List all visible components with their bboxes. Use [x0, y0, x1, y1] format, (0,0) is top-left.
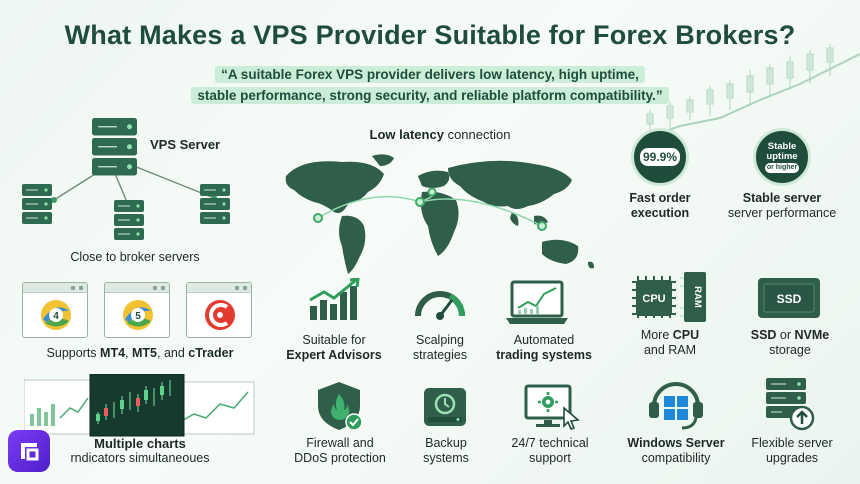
close-to-broker-caption: Close to broker servers — [70, 250, 200, 264]
expert-advisors-icon — [309, 278, 360, 320]
uptime-badge: 99.9% — [631, 128, 689, 186]
ctrader-window — [186, 282, 252, 338]
world-map-icon — [285, 154, 594, 274]
brand-logo-icon — [21, 443, 39, 461]
multiple-charts-subtitle: rndicators simultaneoues — [70, 451, 210, 465]
mt4-logo-icon: 4 — [41, 300, 71, 330]
ram-stick-text: RAM — [692, 286, 703, 308]
mt5-label: MT5 — [132, 346, 157, 360]
laptop-chart-icon — [506, 280, 568, 324]
stable-uptime-badge: Stable uptime or higher — [753, 128, 811, 186]
cpu-chip-text: CPU — [642, 293, 665, 305]
mt5-window: 5 — [104, 282, 170, 338]
brand-logo — [8, 430, 50, 472]
backup-drive-icon — [424, 388, 466, 426]
map-title: Low latency connection — [369, 127, 511, 142]
multiple-charts-icon — [24, 374, 255, 437]
ctrader-label: cTrader — [188, 346, 234, 360]
technical-support-monitor-icon — [524, 384, 580, 430]
mt4-window: 4 — [22, 282, 88, 338]
firewall-shield-icon — [318, 382, 363, 431]
multiple-charts-title: Multiple charts — [94, 436, 186, 451]
mt4-badge-text: 4 — [53, 311, 59, 322]
mt5-badge-text: 5 — [135, 311, 141, 322]
mt5-logo-icon: 5 — [123, 300, 153, 330]
ssd-drive-text: SSD — [777, 292, 802, 306]
ctrader-logo-icon — [205, 300, 235, 330]
windows-headset-icon — [649, 382, 703, 430]
server-upgrade-icon — [766, 378, 815, 431]
vps-server-cluster-icon — [21, 118, 231, 241]
vps-server-label: VPS Server — [150, 137, 221, 152]
background-chart-decoration — [640, 44, 860, 141]
cpu-ram-icon: CPU RAM — [632, 272, 706, 322]
ssd-drive-icon: SSD — [758, 278, 820, 318]
quote-line-2: stable performance, strong security, and… — [191, 87, 669, 104]
quote-line-1: “A suitable Forex VPS provider delivers … — [215, 66, 645, 83]
mt4-label: MT4 — [100, 346, 126, 360]
page-title: What Makes a VPS Provider Suitable for F… — [64, 20, 796, 50]
speedometer-icon — [415, 291, 465, 320]
summary-quote: “A suitable Forex VPS provider delivers … — [140, 64, 720, 106]
platforms-caption: Supports MT4, MT5, and cTrader — [46, 346, 234, 360]
